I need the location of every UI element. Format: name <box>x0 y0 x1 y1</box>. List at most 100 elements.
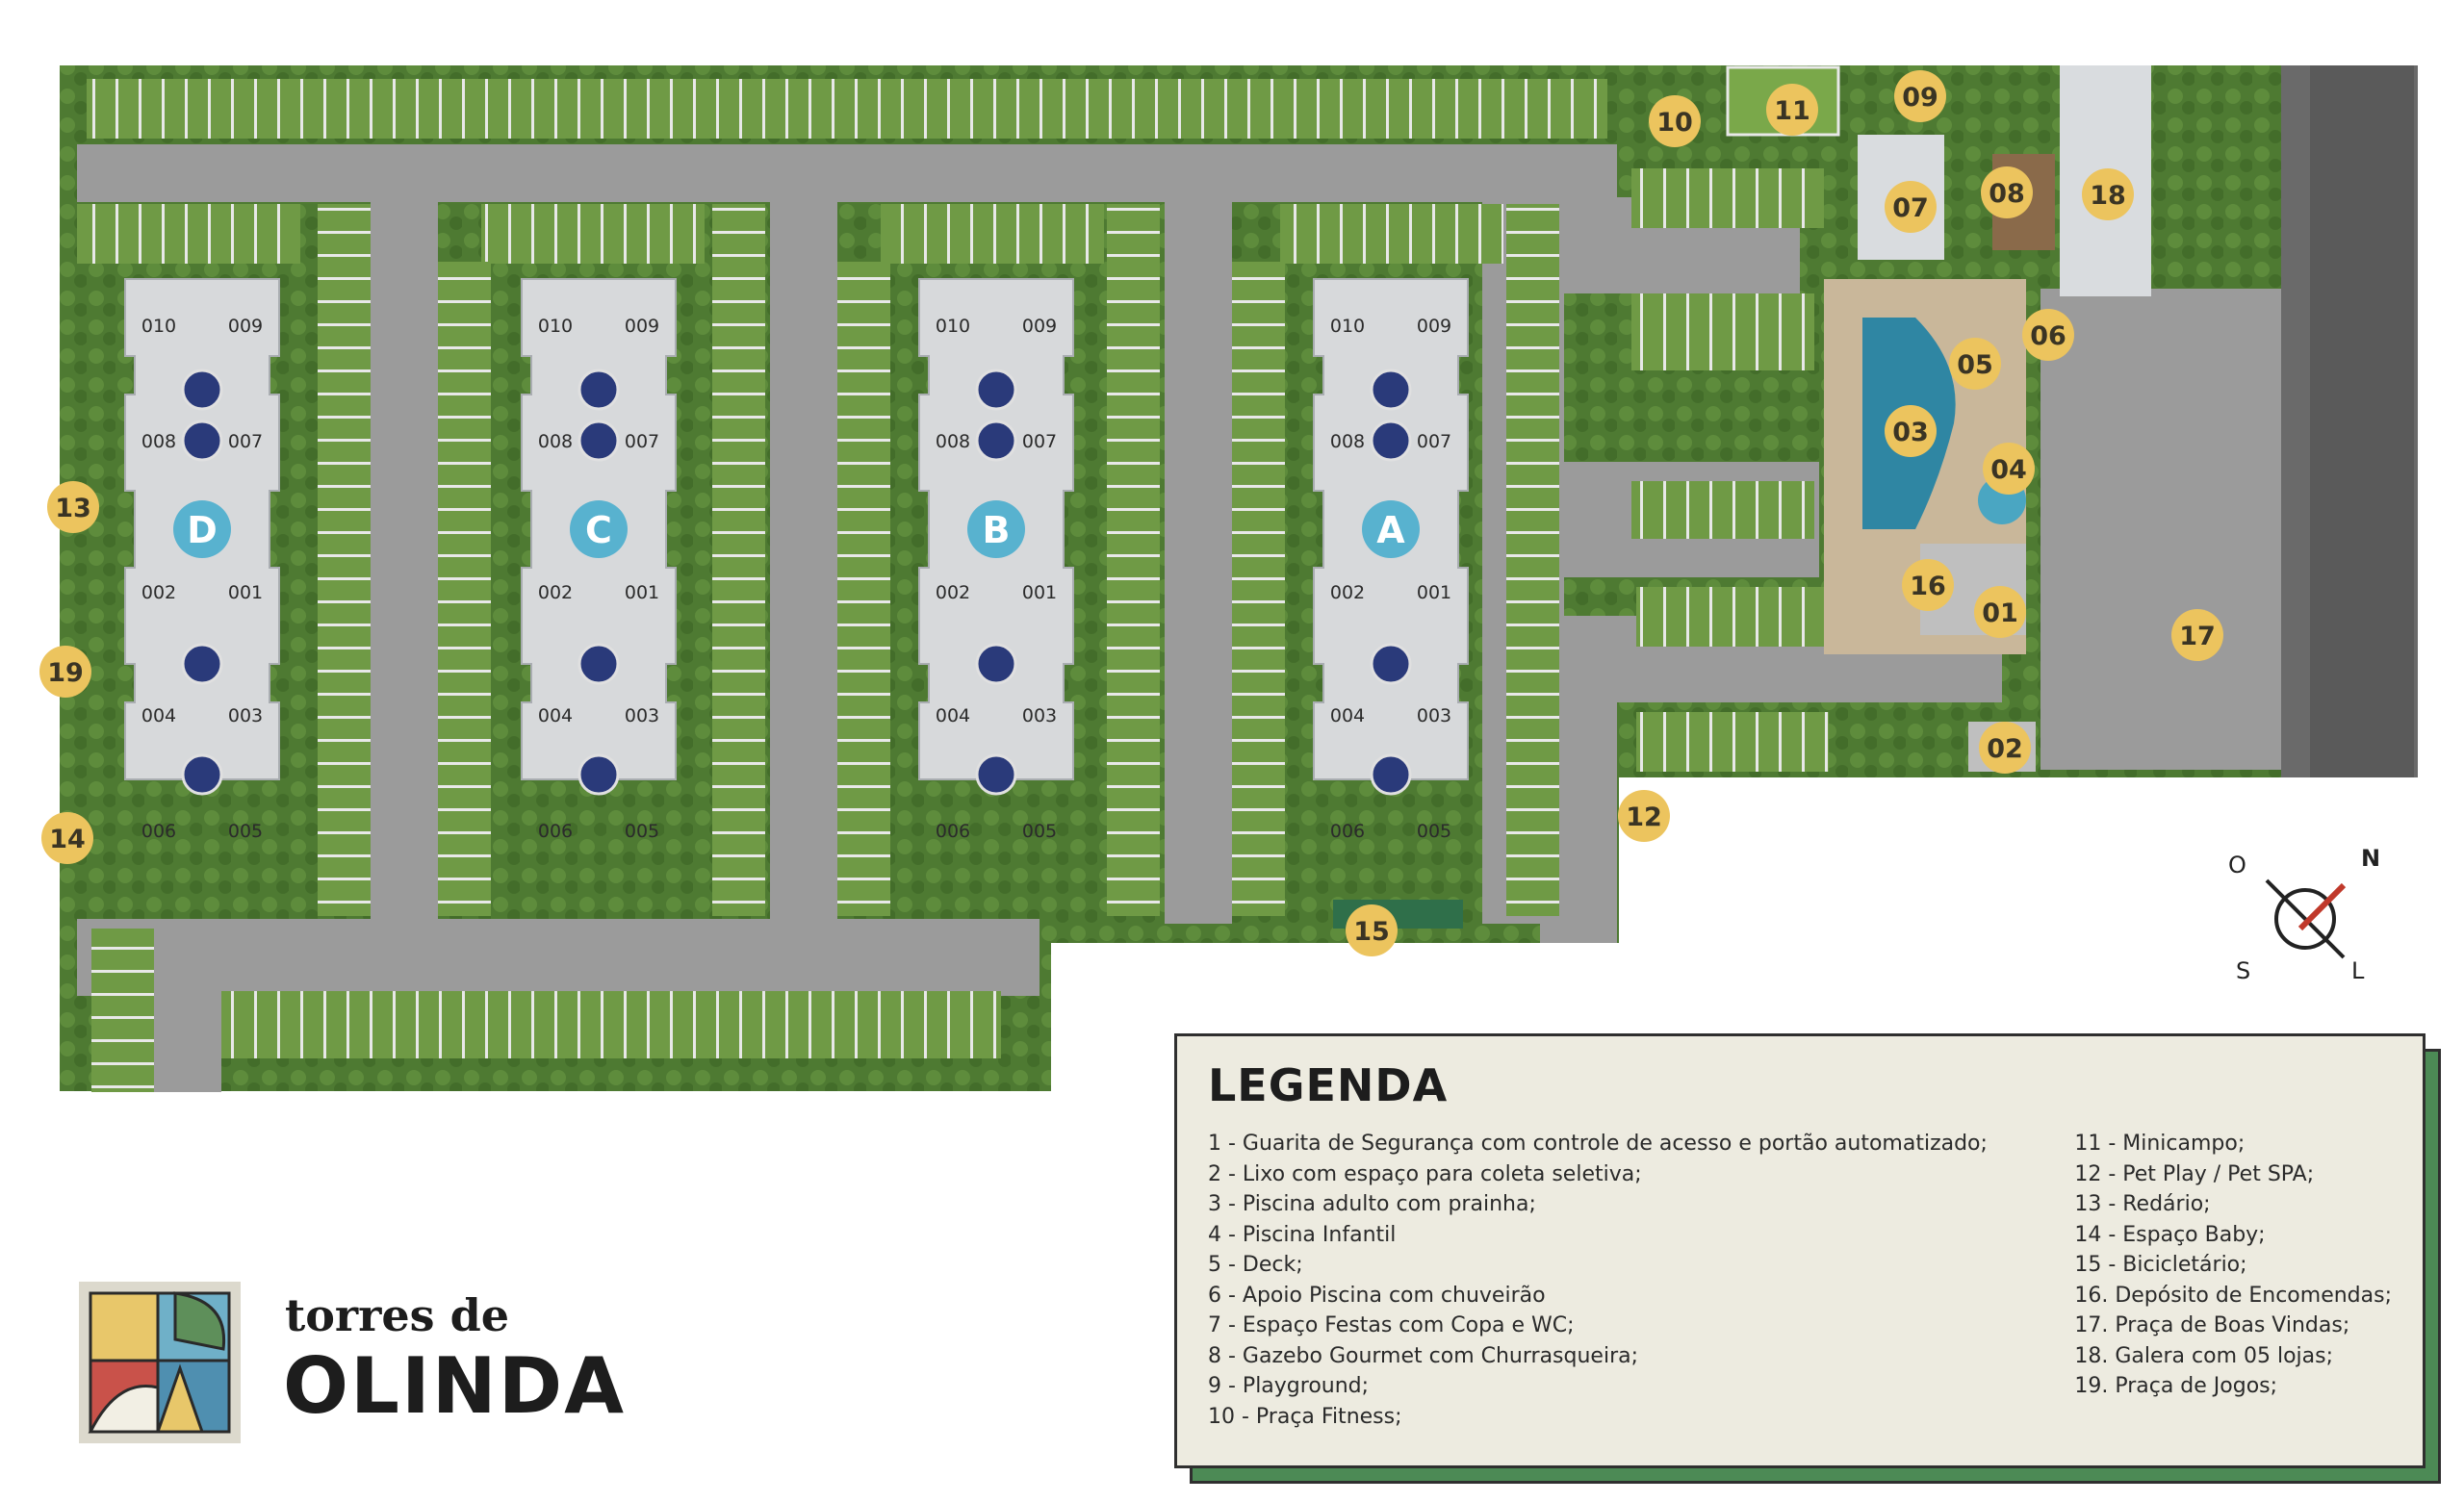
marker-number: 08 <box>1989 179 2025 209</box>
unit-label: 003 <box>228 705 263 726</box>
elevator-core-icon <box>1370 420 1412 462</box>
legend-item: 2 - Lixo com espaço para coleta seletiva… <box>1208 1161 1642 1186</box>
marker-badge <box>2022 309 2074 361</box>
map-marker-15[interactable]: 15 <box>1346 904 1398 956</box>
marker-number: 19 <box>47 658 84 688</box>
unit-label: 005 <box>228 821 263 842</box>
unit-label: 005 <box>1022 821 1057 842</box>
marker-badge <box>1885 181 1937 233</box>
tower-badge <box>173 500 231 558</box>
unit-label: 008 <box>936 431 970 452</box>
map-marker-17[interactable]: 17 <box>2171 609 2223 661</box>
map-marker-06[interactable]: 06 <box>2022 309 2074 361</box>
marker-number: 17 <box>2179 622 2216 651</box>
unit-label: 005 <box>625 821 659 842</box>
compass-s: S <box>2236 957 2250 984</box>
map-marker-12[interactable]: 12 <box>1618 790 1670 842</box>
unit-label: 004 <box>1330 705 1365 726</box>
map-marker-13[interactable]: 13 <box>47 481 99 533</box>
unit-label: 004 <box>141 705 176 726</box>
unit-label: 007 <box>625 431 659 452</box>
tower-badge <box>570 500 628 558</box>
markers-layer: 10 11 09 07 08 18 06 05 03 04 16 01 17 02 12 15 13 19 14 <box>39 70 2223 956</box>
marker-number: 06 <box>2030 321 2066 351</box>
map-marker-09[interactable]: 09 <box>1894 70 1946 122</box>
legend-item: 1 - Guarita de Segurança com controle de… <box>1208 1132 1988 1156</box>
legend-item: 12 - Pet Play / Pet SPA; <box>2074 1161 2315 1186</box>
marker-badge <box>2171 609 2223 661</box>
brand-logo <box>79 1282 241 1443</box>
tower-badge <box>967 500 1025 558</box>
legend-title: LEGENDA <box>1208 1059 1449 1111</box>
legend-item: 3 - Piscina adulto com prainha; <box>1208 1192 1536 1216</box>
map-marker-08[interactable]: 08 <box>1981 166 2033 218</box>
elevator-core-icon <box>1370 643 1412 685</box>
elevator-core-icon <box>578 369 620 411</box>
unit-label: 003 <box>1022 705 1057 726</box>
marker-number: 14 <box>49 825 86 854</box>
unit-label: 008 <box>1330 431 1365 452</box>
elevator-core-icon <box>578 753 620 796</box>
tower-label: A <box>1376 509 1405 551</box>
elevator-core-icon <box>975 369 1017 411</box>
marker-number: 07 <box>1892 193 1929 223</box>
map-marker-02[interactable]: 02 <box>1979 722 2031 774</box>
marker-badge <box>1346 904 1398 956</box>
marker-number: 03 <box>1892 418 1929 447</box>
elevator-core-icon <box>975 643 1017 685</box>
marker-number: 10 <box>1656 108 1693 138</box>
unit-label: 001 <box>625 582 659 603</box>
tower-label: C <box>585 509 612 551</box>
marker-number: 02 <box>1987 734 2023 764</box>
map-marker-05[interactable]: 05 <box>1949 338 2001 390</box>
marker-badge <box>1885 405 1937 457</box>
map-marker-07[interactable]: 07 <box>1885 181 1937 233</box>
legend-item: 5 - Deck; <box>1208 1253 1303 1277</box>
compass: O N S L <box>2228 845 2380 984</box>
elevator-core-icon <box>578 643 620 685</box>
legend-item: 14 - Espaço Baby; <box>2074 1222 2266 1247</box>
compass-l: L <box>2351 957 2365 984</box>
legend-item: 13 - Redário; <box>2074 1192 2211 1216</box>
map-marker-01[interactable]: 01 <box>1974 586 2026 638</box>
map-marker-03[interactable]: 03 <box>1885 405 1937 457</box>
legend-column-right: 11 - Minicampo; 12 - Pet Play / Pet SPA;… <box>2074 1129 2392 1432</box>
legend-item: 4 - Piscina Infantil <box>1208 1222 1397 1247</box>
unit-label: 007 <box>1417 431 1451 452</box>
marker-number: 09 <box>1902 83 1938 113</box>
marker-badge <box>1974 586 2026 638</box>
unit-label: 002 <box>1330 582 1365 603</box>
unit-label: 004 <box>936 705 970 726</box>
marker-badge <box>1979 722 2031 774</box>
map-marker-14[interactable]: 14 <box>41 812 93 864</box>
marker-number: 16 <box>1910 572 1946 601</box>
map-marker-18[interactable]: 18 <box>2082 168 2134 220</box>
marker-number: 11 <box>1774 96 1810 126</box>
marker-number: 05 <box>1957 350 1993 380</box>
marker-badge <box>1894 70 1946 122</box>
compass-o: O <box>2228 852 2246 878</box>
unit-label: 001 <box>228 582 263 603</box>
unit-label: 006 <box>141 821 176 842</box>
marker-badge <box>1981 166 2033 218</box>
map-marker-16[interactable]: 16 <box>1902 559 1954 611</box>
map-marker-10[interactable]: 10 <box>1649 95 1701 147</box>
legend-column-left: 1 - Guarita de Segurança com controle de… <box>1208 1129 2074 1432</box>
unit-label: 010 <box>1330 316 1365 337</box>
marker-badge <box>1983 443 2035 495</box>
map-marker-19[interactable]: 19 <box>39 646 91 698</box>
unit-label: 001 <box>1417 582 1451 603</box>
tower-label: B <box>983 509 1011 551</box>
unit-label: 010 <box>538 316 573 337</box>
legend-item: 17. Praça de Boas Vindas; <box>2074 1313 2350 1337</box>
legend-item: 9 - Playground; <box>1208 1374 1370 1398</box>
compass-axis <box>2265 878 2346 959</box>
elevator-core-icon <box>181 369 223 411</box>
map-marker-04[interactable]: 04 <box>1983 443 2035 495</box>
unit-label: 001 <box>1022 582 1057 603</box>
map-marker-11[interactable]: 11 <box>1766 84 1818 136</box>
unit-label: 008 <box>538 431 573 452</box>
